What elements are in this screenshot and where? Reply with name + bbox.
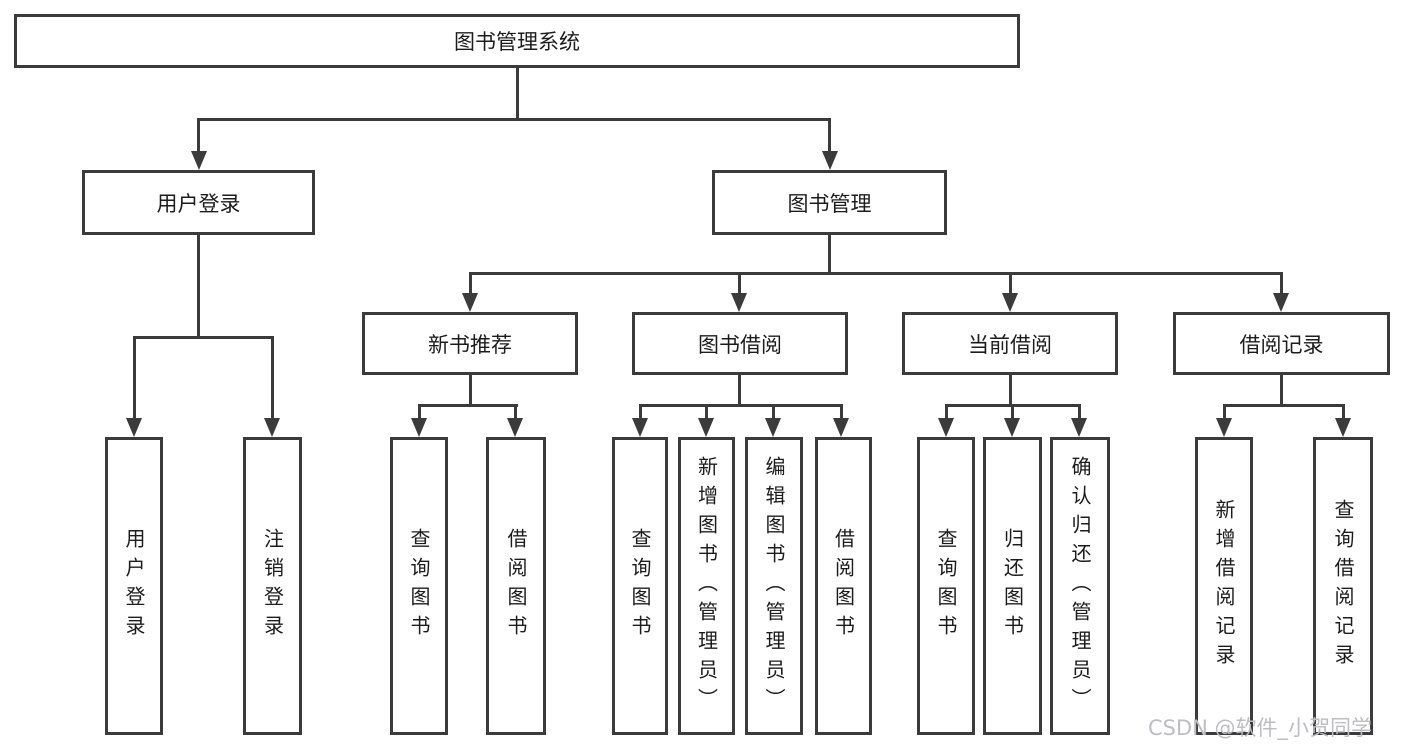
connector-drop-user-login [197,118,200,154]
arrow-down-icon [507,418,523,437]
node-new-book-recommend: 新书推荐 [362,312,578,375]
connector-user-login-trunk [197,235,200,336]
connector-module-trunk [469,375,472,406]
leaf-query-books-borrow: 查询图书 [612,437,668,735]
arrow-down-icon [1335,418,1351,437]
leaf-user-login-label: 用户登录 [122,528,146,644]
connector-user-login-branch [133,336,274,339]
arrow-down-icon [1071,418,1087,437]
leaf-query-books-label: 查询图书 [407,528,431,644]
arrow-down-icon [462,293,478,312]
connector-drop-leaf [514,404,517,419]
connector-drop-module [738,272,741,295]
leaf-user-login: 用户登录 [105,437,163,735]
connector-module-trunk [1009,375,1012,406]
node-user-login: 用户登录 [82,170,315,235]
connector-root-branch [197,118,831,121]
leaf-confirm-return-admin-label: 确认归还（管理员） [1068,455,1092,717]
arrow-down-icon [765,418,781,437]
connector-drop-leaf [1223,404,1226,419]
arrow-down-icon [731,293,747,312]
arrow-down-icon [191,151,207,170]
connector-book-management-trunk [828,235,831,272]
node-user-login-label: 用户登录 [156,191,241,216]
connector-root-trunk [516,68,519,120]
connector-drop-leaf [772,404,775,419]
connector-drop-leaf [1011,404,1014,419]
connector-module-trunk [1280,375,1283,406]
connector-drop-leaf [133,336,136,419]
node-book-borrow: 图书借阅 [632,312,848,375]
arrow-down-icon [1004,418,1020,437]
leaf-confirm-return-admin: 确认归还（管理员） [1050,437,1110,735]
arrow-down-icon [1216,418,1232,437]
arrow-down-icon [822,151,838,170]
arrow-down-icon [833,418,849,437]
leaf-borrow-books: 借阅图书 [815,437,872,735]
watermark: CSDN @软件_小贺同学 [1148,716,1373,740]
leaf-add-borrow-record: 新增借阅记录 [1195,437,1253,735]
connector-drop-leaf [705,404,708,419]
connector-drop-leaf [840,404,843,419]
leaf-query-books-label: 查询图书 [934,528,958,644]
arrow-down-icon [411,418,427,437]
leaf-logout: 注销登录 [243,437,302,735]
leaf-edit-books-admin: 编辑图书（管理员） [745,437,803,735]
leaf-return-books: 归还图书 [983,437,1042,735]
connector-drop-leaf [945,404,948,419]
leaf-return-books-label: 归还图书 [1000,528,1025,644]
connector-drop-module [469,272,472,295]
leaf-borrow-books-label: 借阅图书 [831,528,856,644]
connector-module-branch [639,404,843,407]
leaf-query-books-label: 查询图书 [628,528,652,644]
leaf-borrow-books-recommend: 借阅图书 [486,437,546,735]
node-new-book-recommend-label: 新书推荐 [428,332,512,357]
connector-drop-module [1009,272,1012,295]
arrow-down-icon [126,418,142,437]
leaf-query-borrow-record-label: 查询借阅记录 [1331,499,1355,673]
node-current-borrow: 当前借阅 [902,312,1118,375]
connector-module-branch [418,404,518,407]
leaf-borrow-books-label: 借阅图书 [504,528,528,644]
connector-drop-leaf [639,404,642,419]
arrow-down-icon [264,418,280,437]
connector-drop-leaf [271,336,274,419]
leaf-logout-label: 注销登录 [260,528,285,644]
arrow-down-icon [632,418,648,437]
node-borrow-records-label: 借阅记录 [1239,332,1324,357]
connector-drop-book-management [828,118,831,154]
arrow-down-icon [1002,293,1018,312]
node-book-management-label: 图书管理 [787,191,872,216]
connector-module-branch [1223,404,1343,407]
leaf-query-books-recommend: 查询图书 [390,437,448,735]
arrow-down-icon [938,418,954,437]
connector-drop-leaf [1078,404,1081,419]
node-book-borrow-label: 图书借阅 [698,332,782,357]
leaf-query-books-current: 查询图书 [917,437,975,735]
leaf-add-books-admin: 新增图书（管理员） [678,437,735,735]
connector-drop-leaf [1342,404,1345,419]
leaf-add-books-admin-label: 新增图书（管理员） [694,455,719,717]
connector-drop-module [1280,272,1283,295]
leaf-add-borrow-record-label: 新增借阅记录 [1212,499,1236,673]
node-book-management: 图书管理 [712,170,947,235]
node-library-system-label: 图书管理系统 [454,30,580,54]
connector-drop-leaf [418,404,421,419]
node-current-borrow-label: 当前借阅 [968,332,1052,357]
connector-book-management-branch [469,272,1283,275]
arrow-down-icon [1273,293,1289,312]
node-borrow-records: 借阅记录 [1173,312,1390,375]
node-library-system: 图书管理系统 [14,14,1020,68]
arrow-down-icon [698,418,714,437]
leaf-edit-books-admin-label: 编辑图书（管理员） [762,455,786,717]
connector-module-trunk [738,375,741,406]
leaf-query-borrow-record: 查询借阅记录 [1313,437,1373,735]
